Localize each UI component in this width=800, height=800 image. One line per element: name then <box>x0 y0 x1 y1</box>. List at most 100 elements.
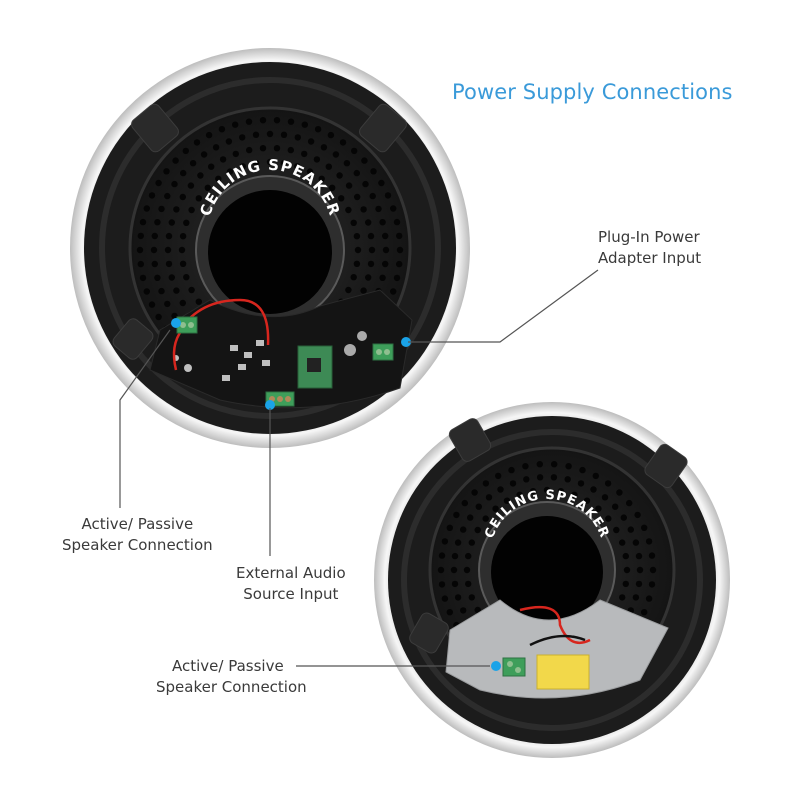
grill-hole <box>557 488 565 495</box>
callout-label-line: Adapter Input <box>598 249 702 267</box>
tweeter-dome <box>491 516 603 628</box>
grill-hole <box>218 126 226 133</box>
callout-label-plugin-power: Plug-In Power Adapter Input <box>598 227 701 269</box>
grill-hole <box>564 476 571 483</box>
grill-hole <box>195 195 202 202</box>
grill-hole <box>143 205 150 212</box>
grill-hole <box>592 472 599 480</box>
grill-hole <box>165 260 173 268</box>
grill-hole <box>529 488 537 495</box>
terminal-block <box>176 316 198 334</box>
grill-hole <box>179 193 186 201</box>
grill-hole <box>467 514 474 521</box>
grill-hole <box>375 205 382 213</box>
grill-hole <box>171 312 178 320</box>
grill-hole <box>465 552 472 560</box>
grill-hole <box>154 219 161 226</box>
grill-hole <box>551 461 558 468</box>
grill-hole <box>393 218 401 226</box>
grill-hole <box>438 552 446 559</box>
grill-hole <box>193 139 201 146</box>
grill-hole <box>446 609 453 616</box>
grill-hole <box>215 175 222 182</box>
grill-hole <box>307 138 315 145</box>
grill-hole <box>158 205 165 213</box>
grill-hole <box>619 594 626 601</box>
grill-hole <box>287 146 294 154</box>
grill-hole <box>604 480 612 487</box>
grill-hole <box>306 168 314 175</box>
grill-hole <box>482 515 489 522</box>
grill-hole <box>301 121 308 128</box>
grill-hole <box>579 466 586 474</box>
grill-hole <box>273 117 281 124</box>
grill-hole <box>503 497 511 504</box>
grill-hole <box>645 538 653 545</box>
grill-hole <box>266 158 274 166</box>
grill-hole <box>148 192 156 199</box>
grill-hole <box>446 524 453 531</box>
grill-hole <box>649 566 657 574</box>
grill-hole <box>378 179 385 187</box>
tweeter-dome <box>208 190 332 314</box>
grill-hole <box>393 274 401 282</box>
grill-hole <box>474 606 481 614</box>
grill-hole <box>325 163 332 170</box>
grill-hole <box>183 274 190 281</box>
grill-hole <box>450 566 458 574</box>
grill-hole <box>314 126 322 133</box>
grill-hole <box>495 472 502 480</box>
grill-hole <box>627 526 634 533</box>
grill-hole <box>509 480 517 487</box>
grill-hole <box>620 514 627 521</box>
grill-hole <box>200 151 208 158</box>
grill-hole <box>645 595 653 602</box>
grill-hole <box>461 499 468 507</box>
grill-hole <box>164 300 171 308</box>
grill-hole <box>164 192 171 200</box>
grill-hole <box>601 494 609 501</box>
grill-hole <box>382 246 390 254</box>
red-wire <box>178 298 270 346</box>
grill-hole <box>148 301 156 308</box>
grill-hole <box>353 169 360 177</box>
grill-hole <box>370 168 377 175</box>
grill-hole <box>204 184 211 191</box>
grill-hole <box>350 219 357 226</box>
grill-hole <box>516 491 523 498</box>
grill-hole <box>188 206 195 214</box>
callout-label-active-passive-1: Active/ Passive Speaker Connection <box>62 514 213 556</box>
grill-hole <box>318 175 325 182</box>
grill-hole <box>205 131 213 139</box>
grill-hole <box>368 246 376 254</box>
grill-hole <box>626 499 633 507</box>
grill-hole <box>151 260 158 268</box>
callout-dot-ap1 <box>171 318 181 328</box>
callout-label-line: External Audio <box>236 564 346 582</box>
grill-hole <box>369 192 376 200</box>
speaker-active: CEILING SPEAKER <box>70 48 470 448</box>
grill-hole <box>253 159 260 167</box>
grill-hole <box>158 287 165 295</box>
grill-hole <box>583 497 591 504</box>
grill-hole <box>475 503 482 510</box>
grill-hole <box>239 163 246 170</box>
grill-hole <box>362 180 369 188</box>
grill-hole <box>354 246 362 254</box>
grill-hole <box>252 131 260 138</box>
grill-hole <box>382 232 389 240</box>
grill-hole <box>622 580 629 588</box>
grill-hole <box>338 195 345 202</box>
grill-hole <box>360 206 367 213</box>
grill-hole <box>468 539 475 546</box>
grill-hole <box>648 581 656 588</box>
callout-label-line: Plug-In Power <box>598 228 700 246</box>
grill-hole <box>172 157 179 164</box>
grill-hole <box>536 461 543 468</box>
grill-hole <box>301 150 308 158</box>
grill-hole <box>365 219 372 226</box>
grill-hole <box>460 607 467 614</box>
mounting-clamp <box>409 418 688 654</box>
grill-hole <box>246 146 253 154</box>
grill-hole <box>396 260 403 268</box>
